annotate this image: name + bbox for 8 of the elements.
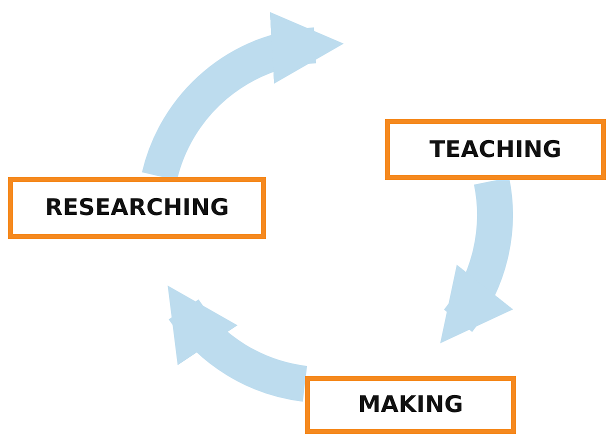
cycle-arrow bbox=[442, 178, 513, 344]
node-label: MAKING bbox=[358, 392, 464, 418]
cycle-arrow bbox=[166, 286, 308, 402]
label-box bbox=[8, 177, 266, 239]
node-label: TEACHING bbox=[429, 136, 562, 162]
node-label: RESEARCHING bbox=[44, 195, 230, 221]
label-box bbox=[385, 119, 606, 180]
label-box bbox=[305, 376, 516, 434]
